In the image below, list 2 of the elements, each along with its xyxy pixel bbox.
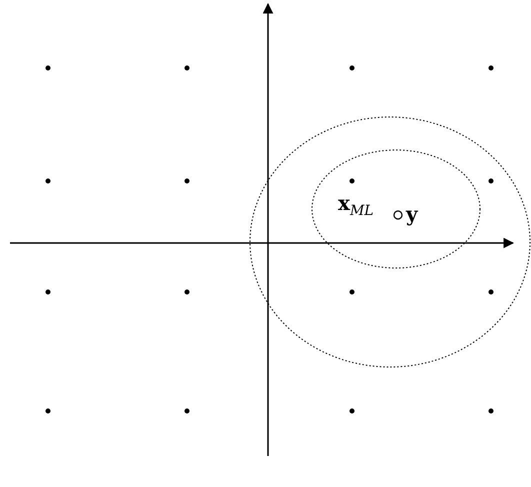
point-label: x$_{ML}$ <box>338 193 374 218</box>
point-label: y <box>406 204 418 224</box>
